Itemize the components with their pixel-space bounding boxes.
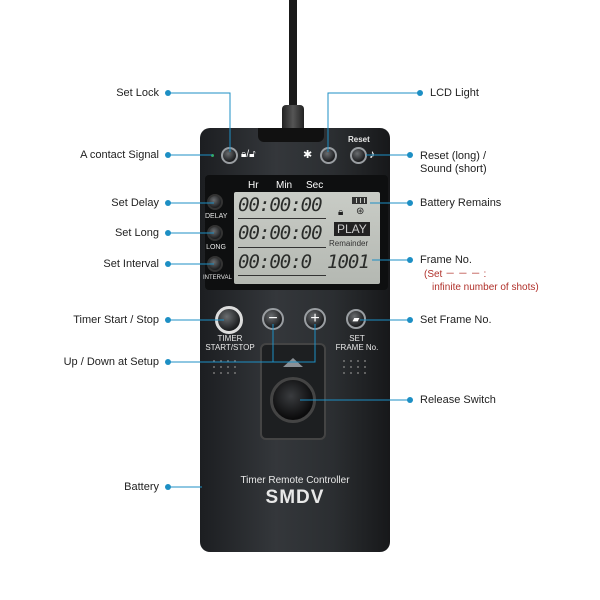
label-set-delay: Set Delay: [111, 197, 159, 209]
set-line2: FRAME No.: [335, 343, 379, 352]
set-line1: SET: [349, 334, 365, 343]
delay-label: DELAY: [205, 213, 228, 220]
frame-note-line2: infinite number of shots): [432, 282, 539, 293]
label-set-lock: Set Lock: [116, 87, 159, 99]
sec-label: Sec: [306, 180, 324, 191]
remainder-label: Remainder: [329, 239, 369, 248]
label-up-down: Up / Down at Setup: [63, 356, 159, 368]
cable: [289, 0, 297, 110]
product-name: Timer Remote Controller: [240, 475, 350, 486]
lcd-row-interval: 00:00:0: [238, 251, 312, 273]
label-set-interval: Set Interval: [103, 258, 159, 270]
label-lcd-light: LCD Light: [430, 87, 479, 99]
label-set-long: Set Long: [114, 227, 159, 239]
lcd-row-delay: 00:00:00: [238, 194, 323, 216]
speaker-grille-left: [213, 360, 241, 374]
top-notch: [258, 128, 324, 142]
lcd-row-long: 00:00:00: [238, 222, 323, 244]
speaker-grille-right: [343, 360, 371, 374]
label-contact-signal: A contact Signal: [80, 149, 159, 161]
interval-label: INTERVAL: [203, 275, 232, 281]
lcd-divider: [238, 247, 326, 248]
lcd-lock-icon: 🔒︎: [338, 207, 344, 218]
sound-icon: ♪: [369, 147, 375, 161]
hr-label: Hr: [248, 180, 259, 191]
cable-strain-relief: [282, 105, 304, 135]
timer-line1: TIMER: [217, 334, 243, 343]
contact-signal-led: [211, 154, 214, 157]
delay-button[interactable]: [207, 194, 223, 210]
shutter-icon: ⊛: [356, 206, 365, 217]
label-frame-no: Frame No.: [420, 254, 472, 266]
label-reset-sound: Reset (long) /Sound (short): [420, 150, 487, 176]
set-frame-button[interactable]: ▰: [346, 309, 366, 329]
label-set-frame-no: Set Frame No.: [420, 314, 492, 326]
lock-icon: 🔒︎/🔓︎: [241, 149, 256, 160]
label-timer-start-stop: Timer Start / Stop: [73, 314, 159, 326]
long-label: LONG: [206, 244, 226, 251]
min-label: Min: [276, 180, 293, 191]
brand-logo: SMDV: [265, 487, 325, 508]
frame-note-line1: (Set － － － :: [424, 269, 487, 280]
lcd-divider: [238, 275, 326, 276]
timer-line2: START/STOP: [205, 343, 255, 352]
reset-label: Reset: [348, 135, 370, 144]
lcd-frame-count: 1001: [327, 251, 370, 273]
lcd-dividers: [238, 218, 326, 219]
battery-icon: [352, 197, 367, 204]
play-indicator: PLAY: [334, 222, 370, 236]
lcd-screen: [234, 192, 380, 284]
reset-line1: Reset (long) /: [420, 150, 487, 162]
label-release-switch: Release Switch: [420, 394, 496, 406]
reset-line2: Sound (short): [420, 163, 487, 175]
label-battery-remains: Battery Remains: [420, 197, 502, 209]
label-battery: Battery: [124, 481, 159, 493]
light-icon: ✱: [303, 149, 313, 161]
